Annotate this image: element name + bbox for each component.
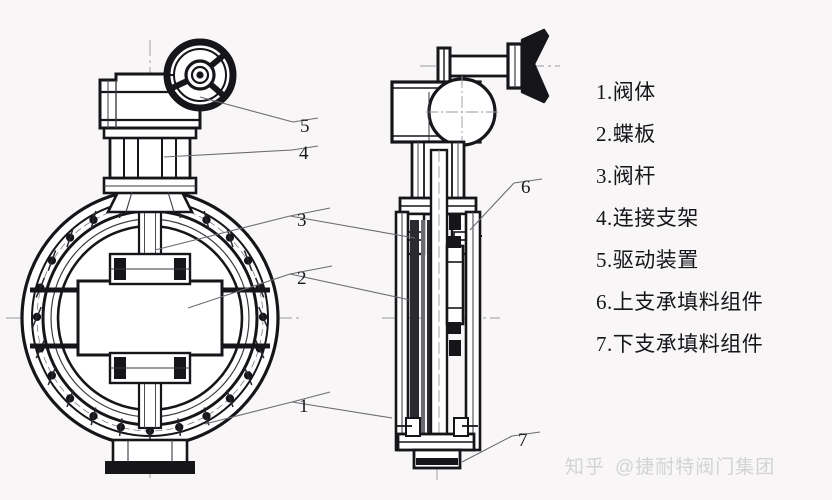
- legend-item-4-label: 连接支架: [612, 206, 699, 230]
- front-view: [6, 38, 300, 478]
- legend-item-5-label: 驱动装置: [612, 248, 699, 272]
- legend-item-7: 7.下支承填料组件: [596, 334, 832, 355]
- connecting-bracket: [102, 126, 198, 180]
- callout-6: 6: [521, 177, 531, 198]
- legend-item-1-label: 阀体: [612, 80, 656, 104]
- callout-1: 1: [299, 396, 309, 417]
- legend-item-3: 3.阀杆: [596, 166, 832, 187]
- leader-lines: [154, 96, 543, 463]
- legend-item-6-label: 上支承填料组件: [612, 290, 764, 314]
- callout-4: 4: [299, 143, 309, 164]
- section-view: [382, 28, 560, 480]
- handwheel-section: [436, 28, 550, 104]
- parts-legend: 1.阀体 2.蝶板 3.阀杆 4.连接支架 5.驱动装置 6.上支承填料组件 7…: [596, 82, 832, 376]
- watermark: 知乎 @捷耐特阀门集团: [565, 452, 775, 479]
- legend-item-2: 2.蝶板: [596, 124, 832, 145]
- handwheel-front: [163, 38, 237, 112]
- bottom-boss: [105, 438, 195, 474]
- watermark-platform: 知乎: [565, 457, 606, 478]
- legend-item-4-number: 4.: [596, 206, 613, 230]
- legend-item-1-number: 1.: [596, 80, 613, 104]
- disc-hub-upper: [108, 252, 192, 286]
- seat-hatching: [410, 220, 430, 438]
- watermark-account: @捷耐特阀门集团: [615, 457, 776, 478]
- disc-section: [445, 214, 465, 356]
- legend-item-7-number: 7.: [596, 332, 613, 356]
- gearbox-section: [390, 76, 498, 148]
- legend-item-2-number: 2.: [596, 122, 613, 146]
- legend-item-4: 4.连接支架: [596, 208, 832, 229]
- valve-body-section: [394, 210, 482, 452]
- legend-item-6: 6.上支承填料组件: [596, 292, 832, 313]
- callout-2: 2: [297, 268, 307, 289]
- legend-item-5-number: 5.: [596, 248, 613, 272]
- valve-stem-section: [429, 148, 449, 464]
- legend-item-1: 1.阀体: [596, 82, 832, 103]
- valve-neck: [102, 176, 198, 214]
- legend-item-3-label: 阀杆: [612, 164, 656, 188]
- legend-item-7-label: 下支承填料组件: [612, 332, 764, 356]
- callout-7: 7: [518, 430, 528, 451]
- disc-hub-lower: [108, 351, 192, 385]
- legend-item-5: 5.驱动装置: [596, 250, 832, 271]
- callout-3: 3: [297, 210, 307, 231]
- callout-5: 5: [300, 116, 310, 137]
- lower-packing-assembly: [396, 417, 478, 470]
- legend-item-2-label: 蝶板: [612, 122, 656, 146]
- legend-item-3-number: 3.: [596, 164, 613, 188]
- legend-item-6-number: 6.: [596, 290, 613, 314]
